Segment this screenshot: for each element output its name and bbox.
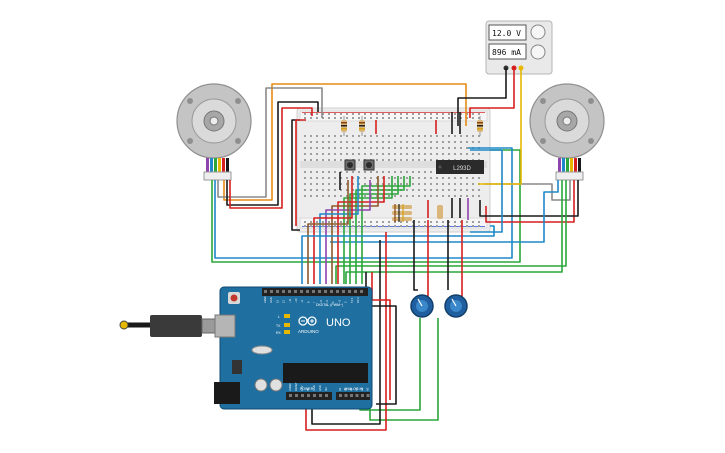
potentiometer-2[interactable]	[444, 294, 468, 318]
digital-pin-label: 12	[282, 300, 286, 303]
digital-pin-label: 2	[344, 301, 348, 303]
wire-ard-gnd[interactable]	[311, 240, 381, 425]
wire-psu-yellow[interactable]	[478, 68, 522, 185]
power-pin-label: 3.3V	[300, 385, 304, 391]
digital-pin-label: 4	[331, 301, 335, 303]
wire-motor-left-b[interactable]	[217, 87, 323, 198]
power-pin-label: GND	[312, 385, 316, 391]
analog-pin-label: A4	[360, 387, 364, 391]
analog-pin-label: A2	[349, 387, 353, 391]
dc-motor-right[interactable]	[529, 83, 605, 181]
analog-pin-label: A3	[355, 387, 359, 391]
dc-motor-left[interactable]	[176, 83, 252, 181]
l293d-chip[interactable]: L293D	[436, 160, 484, 174]
wire-bb-ard-6[interactable]	[331, 176, 379, 284]
wire-motor-right-gray[interactable]	[484, 180, 571, 201]
model-label: UNO	[326, 317, 351, 329]
led-tx-label: TX	[276, 324, 281, 328]
wire-motor-right-black[interactable]	[479, 180, 579, 217]
power-supply[interactable]: 12.0 V 896 mA	[485, 20, 553, 75]
analog-pin-label: A5	[366, 387, 370, 391]
wire-bb-ard-10[interactable]	[307, 180, 349, 284]
arduino-uno[interactable]: L TX RX ARDUINO UNO DIGITAL (PWM~) POWER…	[214, 286, 373, 410]
push-button-2[interactable]	[363, 159, 375, 171]
led-rx-label: RX	[276, 331, 282, 335]
current-display: 896 mA	[492, 48, 521, 57]
wire-bb-ard-1[interactable]	[361, 176, 411, 284]
power-label: POWER	[300, 387, 314, 391]
wire-bb-ard-3[interactable]	[349, 176, 399, 284]
led-rx	[284, 330, 290, 334]
atmega-chip	[283, 363, 368, 383]
digital-pin-label: AREF	[263, 296, 267, 303]
wires[interactable]	[211, 68, 579, 431]
wire-motor-right-green[interactable]	[335, 180, 567, 284]
breadboard-holes[interactable]	[304, 113, 480, 227]
resistor-top-2	[359, 116, 365, 136]
digital-pin-label: ~5	[325, 299, 329, 303]
wire-bb-ard-8[interactable]	[319, 176, 359, 284]
digital-pin-label: 7	[313, 301, 317, 303]
wire-ard-5v[interactable]	[305, 232, 387, 431]
breadboard[interactable]	[296, 107, 491, 233]
wire-motor-right-blue[interactable]	[330, 180, 559, 243]
digital-pin-label: ~11	[288, 298, 292, 303]
wire-motor-left-c[interactable]	[226, 101, 319, 206]
wire-psu-red[interactable]	[469, 68, 515, 118]
resistor-top-3	[477, 116, 483, 136]
wire-bb-ard-2[interactable]	[355, 176, 405, 284]
wire-motor-left-blue[interactable]	[214, 147, 513, 259]
power-pin-label: IOREF	[288, 383, 292, 391]
wire-pot1-a[interactable]	[413, 220, 418, 291]
usb-cable[interactable]	[119, 315, 221, 337]
digital-pin-label: ~6	[319, 299, 323, 303]
current-knob[interactable]	[530, 44, 546, 60]
digital-pin-label: 13	[275, 300, 279, 303]
led-l-label: L	[278, 315, 280, 319]
brand-label: ARDUINO	[298, 329, 319, 334]
analog-pin-label: A0	[338, 387, 342, 391]
wire-motor-right-green-2[interactable]	[345, 180, 563, 284]
potentiometer-1[interactable]	[410, 294, 434, 318]
push-button-1[interactable]	[344, 159, 356, 171]
arduino-logo-icon	[298, 316, 317, 326]
analog-label: ANALOG IN	[344, 387, 364, 391]
analog-pin-label: A1	[344, 387, 348, 391]
digital-pin-label: GND	[269, 297, 273, 303]
wire-bb-ard-11[interactable]	[301, 225, 495, 284]
voltage-knob[interactable]	[530, 24, 546, 40]
digital-pin-label: ~10	[294, 298, 298, 303]
wire-bb-ard-4[interactable]	[343, 176, 393, 284]
led-l	[284, 314, 290, 318]
digital-pin-label: 8	[306, 301, 310, 303]
power-pin-label: 5V	[306, 388, 310, 391]
wire-bb-ard-9[interactable]	[313, 176, 353, 284]
wire-motor-left-green[interactable]	[211, 149, 521, 263]
wire-motor-right-red[interactable]	[485, 180, 575, 223]
wire-psu-black[interactable]	[457, 68, 507, 126]
power-pin-label: RESET	[294, 382, 298, 391]
digital-pin-label: TX 1	[350, 297, 354, 303]
wire-motor-left-d[interactable]	[229, 107, 313, 209]
power-pin-label: Vin	[324, 387, 328, 391]
digital-label: DIGITAL (PWM~)	[316, 303, 343, 307]
digital-pin-label: ~9	[300, 299, 304, 303]
resistor-bank	[392, 204, 443, 222]
led-tx	[284, 323, 290, 327]
power-pin-label: GND	[318, 385, 322, 391]
voltage-display: 12.0 V	[492, 29, 521, 38]
wire-pot2-wiper[interactable]	[369, 318, 439, 421]
chip-label: L293D	[453, 166, 471, 172]
wire-bb-ard-5[interactable]	[337, 176, 385, 284]
digital-pin-label: RX 0	[356, 297, 360, 303]
resistor-top-1	[341, 116, 347, 136]
digital-pin-label: ~3	[337, 299, 341, 303]
